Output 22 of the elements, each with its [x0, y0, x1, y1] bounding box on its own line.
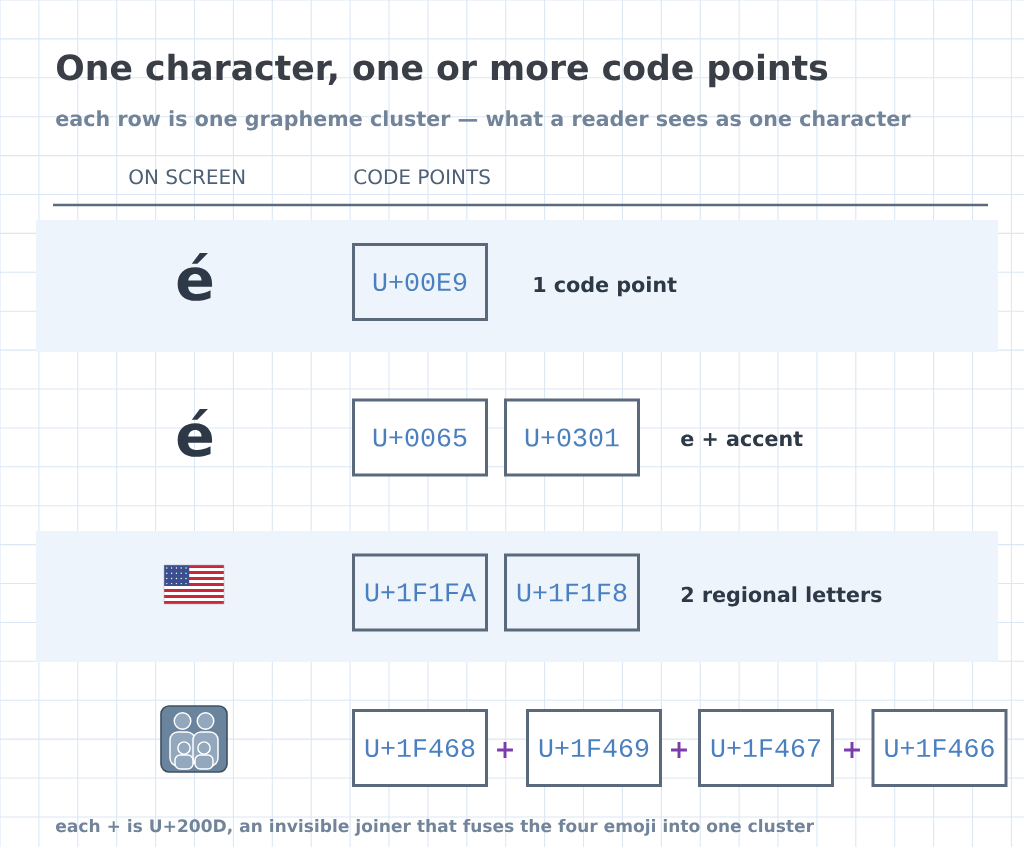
plus-sign: + [497, 742, 513, 758]
row-note: 1 code point [534, 276, 677, 297]
code-point-box: U+1F1F8 [504, 553, 640, 632]
row-note: 2 regional letters [681, 586, 882, 607]
code-point-box: U+1F469 [526, 709, 662, 787]
code-point-box: U+00E9 [352, 243, 488, 321]
title: One character, one or more code points [57, 53, 828, 88]
code-point-box: U+1F467 [698, 709, 834, 787]
code-point-box: U+1F466 [871, 709, 1008, 787]
column-header: CODE POINTS [354, 169, 490, 185]
code-point-box: U+1F468 [352, 709, 488, 787]
row-note: e + accent [681, 431, 803, 447]
column-header: ON SCREEN [129, 169, 245, 185]
plus-sign: + [844, 742, 860, 758]
code-point-box: U+0301 [504, 398, 640, 477]
subtitle: each row is one grapheme cluster — what a reader sees as one character [56, 110, 911, 131]
footnote: each + is U+200D, an invisible joiner that fuses the four emoji into one cluster [56, 819, 814, 836]
character-glyph: é [177, 409, 213, 457]
plus-sign: + [671, 742, 687, 758]
code-point-box: U+1F1FA [352, 553, 488, 632]
character-glyph: é [177, 253, 213, 301]
code-point-box: U+0065 [352, 398, 488, 477]
